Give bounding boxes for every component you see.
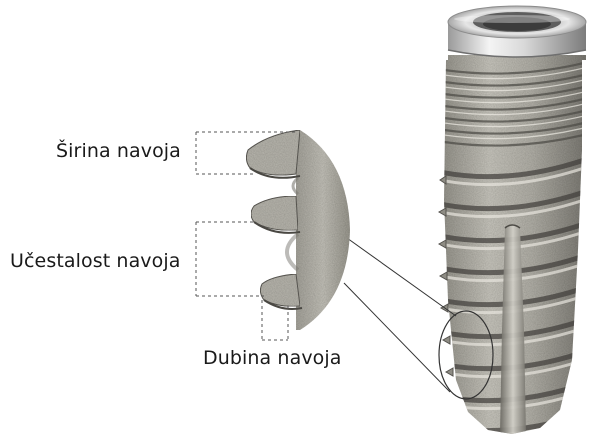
implant-collar: [448, 6, 586, 57]
zoom-line-bottom: [344, 283, 450, 392]
thread-pitch-label: Učestalost navoja: [10, 250, 181, 272]
thread-depth-label: Dubina navoja: [203, 347, 342, 369]
thread-width-label: Širina navoja: [56, 140, 181, 162]
zoom-line-top: [340, 233, 456, 316]
thread-pitch-bracket: [196, 222, 264, 296]
implant-body: [430, 6, 592, 436]
